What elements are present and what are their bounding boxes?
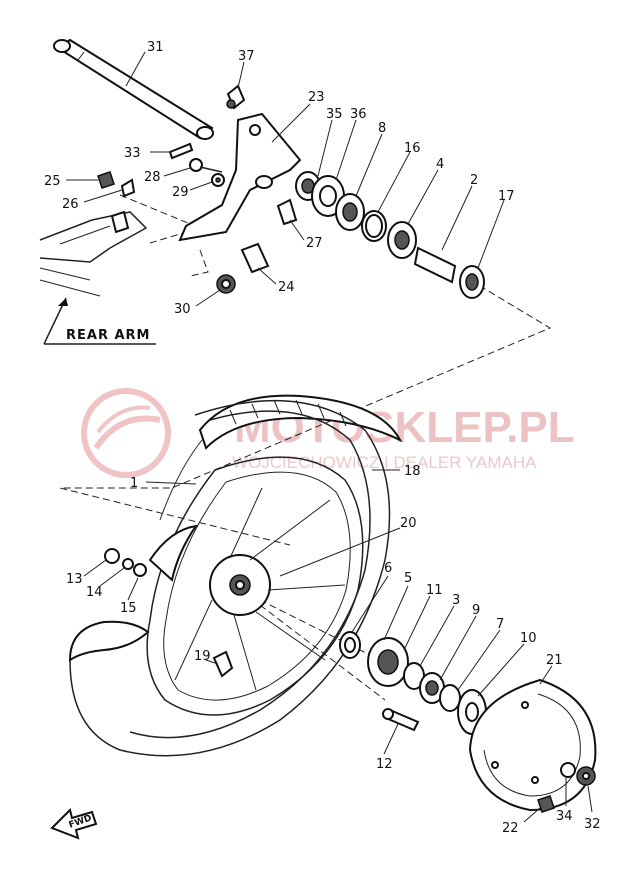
chain-puller-plate <box>178 112 302 242</box>
part-label-25: 25 <box>44 174 61 189</box>
wheel-hub-fasteners <box>104 548 234 678</box>
part-label-19: 19 <box>194 649 211 664</box>
adjuster-bolt <box>226 84 246 110</box>
part-label-17: 17 <box>498 189 515 204</box>
rear-arm-label: REAR ARM <box>66 328 151 343</box>
swingarm-small-hardware <box>97 142 298 294</box>
part-label-7: 7 <box>496 617 504 632</box>
sprocket-side-bearing-stack <box>295 171 485 299</box>
part-label-14: 14 <box>86 585 103 600</box>
part-label-3: 3 <box>452 593 460 608</box>
brake-disc-cover <box>468 678 597 812</box>
inner-tube <box>159 394 403 521</box>
leader-lines <box>66 51 593 823</box>
part-label-37: 37 <box>238 49 255 64</box>
part-label-23: 23 <box>308 90 325 105</box>
part-label-21: 21 <box>546 653 563 668</box>
part-label-26: 26 <box>62 197 79 212</box>
part-label-9: 9 <box>472 603 480 618</box>
part-label-31: 31 <box>147 40 164 55</box>
cover-fasteners <box>537 762 596 813</box>
part-label-11: 11 <box>426 583 443 598</box>
part-label-35: 35 <box>326 107 343 122</box>
part-label-32: 32 <box>584 817 601 832</box>
part-label-2: 2 <box>470 173 478 188</box>
part-label-6: 6 <box>384 561 392 576</box>
watermark-logo-icon <box>81 388 171 478</box>
part-label-30: 30 <box>174 302 191 317</box>
part-label-15: 15 <box>120 601 137 616</box>
part-label-24: 24 <box>278 280 295 295</box>
part-label-12: 12 <box>376 757 393 772</box>
part-label-34: 34 <box>556 809 573 824</box>
part-label-27: 27 <box>306 236 323 251</box>
watermark-sub-text: WOJCIECHOWICZ I DEALER YAMAHA <box>232 453 537 472</box>
part-label-16: 16 <box>404 141 421 156</box>
hub-side-bearing-stack <box>339 631 487 735</box>
part-label-8: 8 <box>378 121 386 136</box>
sprocket-bolt <box>382 708 420 732</box>
rear-arm-caption: REAR ARM <box>43 297 156 345</box>
part-label-29: 29 <box>172 185 189 200</box>
part-label-28: 28 <box>144 170 161 185</box>
rear-arm-outline <box>39 210 148 297</box>
part-label-33: 33 <box>124 146 141 161</box>
part-number-labels: 31 37 23 35 36 8 16 4 2 17 33 28 29 25 2… <box>44 40 601 836</box>
part-label-36: 36 <box>350 107 367 122</box>
part-label-5: 5 <box>404 571 412 586</box>
part-label-1: 1 <box>130 476 138 491</box>
part-label-10: 10 <box>520 631 537 646</box>
rear-tire <box>68 399 391 757</box>
part-label-20: 20 <box>400 516 417 531</box>
part-label-18: 18 <box>404 464 421 479</box>
rear-axle-shaft <box>53 38 214 140</box>
part-label-22: 22 <box>502 821 519 836</box>
part-label-13: 13 <box>66 572 83 587</box>
rear-wheel-rim <box>146 456 364 716</box>
forward-direction-marker: FWD <box>50 808 98 840</box>
part-label-4: 4 <box>436 157 444 172</box>
